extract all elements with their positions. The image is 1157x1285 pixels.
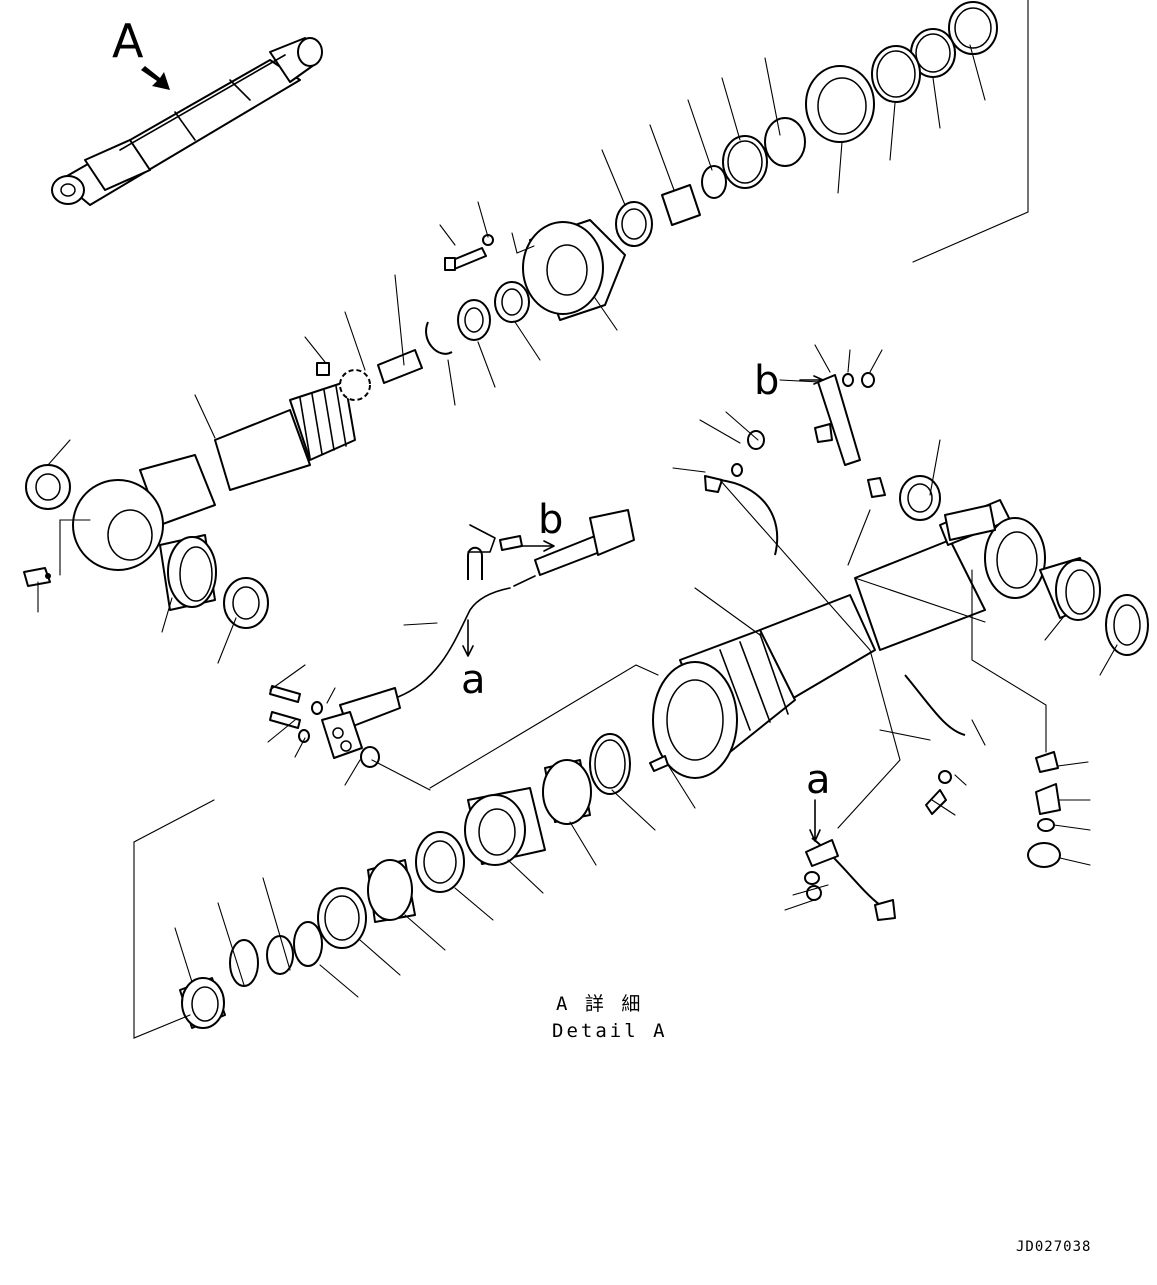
view-label: A	[112, 14, 144, 68]
ref-label-a-right: a	[806, 757, 831, 803]
rod-eye	[72, 479, 164, 571]
clamps	[704, 374, 966, 921]
flange-bolts	[269, 685, 380, 768]
piston-nut-parts	[316, 281, 530, 401]
head-rings	[615, 1, 998, 247]
small-hardware	[649, 372, 1061, 901]
caption-jp: A 詳 細	[556, 993, 644, 1015]
u-bolt	[467, 524, 523, 580]
overview-cylinder	[51, 37, 323, 206]
cylinder-bottom	[652, 629, 796, 779]
ref-label-b-center: b	[538, 497, 564, 543]
rod-eye-seal	[25, 464, 71, 510]
piston-rod	[139, 381, 356, 526]
rod-eye-dust-seal	[223, 577, 269, 629]
cylinder-head	[522, 219, 626, 321]
ref-b-arrow-icon	[519, 540, 555, 552]
grease-fitting	[23, 567, 51, 587]
ref-b-arrow-right-icon	[799, 375, 824, 385]
view-arrow-icon	[141, 66, 170, 90]
cylinder-tube	[759, 499, 1046, 701]
ref-label-a-center: a	[461, 657, 486, 703]
hydraulic-tube	[321, 509, 635, 759]
ref-label-b-right: b	[754, 358, 780, 404]
caption-en: Detail A	[552, 1020, 668, 1042]
bottom-bushing-parts	[899, 475, 1149, 656]
rod-eye-bushing	[159, 534, 217, 611]
drawing-code: JD027038	[1016, 1239, 1092, 1255]
leader-lines-lower	[133, 344, 1118, 1039]
leader-lines-upper	[37, 0, 1029, 664]
piston-seal-group	[179, 733, 631, 1029]
ref-a-arrow-icon	[462, 619, 474, 657]
head-bolt	[444, 234, 494, 271]
ref-a-arrow-down-icon	[809, 799, 821, 842]
